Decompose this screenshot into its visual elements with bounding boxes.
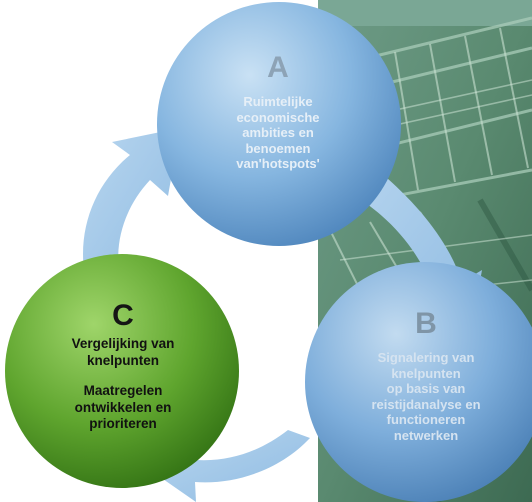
circle-b [305, 262, 532, 502]
node-c-line-1: Vergelijking van [71, 336, 175, 351]
node-a-line-2: economische [236, 109, 320, 125]
circle-a [157, 2, 401, 246]
node-b-line-5: functioneren [386, 412, 466, 427]
node-b-line-4: reistijdanalyse en [371, 396, 481, 412]
node-a-line-1: Ruimtelijke [243, 94, 313, 109]
node-a-line-5: van'hotspots' [236, 156, 320, 171]
node-b-line-2: knelpunten [391, 365, 461, 381]
node-c-line-2: knelpunten [86, 352, 159, 368]
node-b-line-3: op basis van [386, 381, 466, 396]
node-a: A Ruimtelijke economische ambities en be… [198, 52, 358, 172]
node-c-line-5: prioriteren [89, 416, 157, 431]
node-a-letter: A [267, 51, 289, 84]
node-b: B Signalering van knelpunten op basis va… [336, 308, 516, 443]
arrow-c-to-a [83, 128, 180, 290]
node-c: C Vergelijking van knelpunten Maatregele… [28, 300, 218, 433]
node-a-line-3: ambities en [242, 125, 314, 140]
node-c-letter: C [112, 299, 134, 332]
node-b-letter: B [415, 307, 437, 340]
node-c-spacer [28, 369, 218, 383]
node-c-line-4: ontwikkelen en [74, 399, 172, 415]
node-a-line-4: benoemen [245, 140, 311, 156]
node-b-line-1: Signalering van [377, 350, 475, 365]
node-c-line-3: Maatregelen [83, 383, 163, 398]
circle-c [5, 254, 239, 488]
node-b-line-6: netwerken [393, 427, 459, 443]
